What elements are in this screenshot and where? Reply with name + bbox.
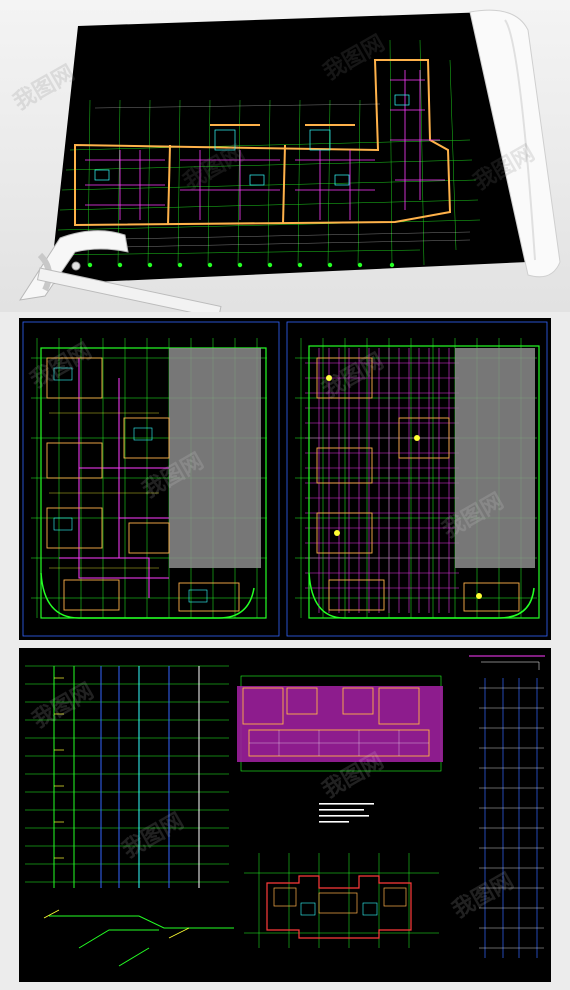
right-riser-levels [479,687,544,949]
risers-svg [25,655,545,967]
riser-pipes [53,666,200,888]
preview-panel-main: 我图网 我图网 我图网 我图网 [0,0,570,312]
shaded-zone-right [455,348,535,568]
sheet-frame-right [286,321,548,637]
plans-svg [22,321,548,637]
lower-plan-grid [244,853,439,948]
preview-panel-plans: 我图网 我图网 我图网 我图网 [19,318,551,640]
axis-grid [55,39,481,266]
units-right [316,357,520,612]
sheet-frame-left [22,321,280,637]
fixture-details [94,94,410,186]
shaded-zone-left [169,348,261,568]
floor-lines [25,665,229,883]
units-left [46,357,240,612]
rolled-drawing-icon [469,9,561,278]
preview-panel-risers: 我图网 我图网 我图网 我图网 [19,648,551,982]
lower-plan-walls [266,875,412,939]
pipe-network [85,70,445,220]
pipe-network-left [59,358,169,598]
right-riser-pipes [484,678,538,958]
isometric-pipes [49,915,234,967]
building-walls [74,59,452,227]
main-drawing-svg [18,9,561,312]
plan-caption-lines [319,803,374,823]
sprinkler-grid-right [305,348,459,613]
protractor-ruler-icon [18,230,222,312]
axis-bubbles [87,262,395,268]
